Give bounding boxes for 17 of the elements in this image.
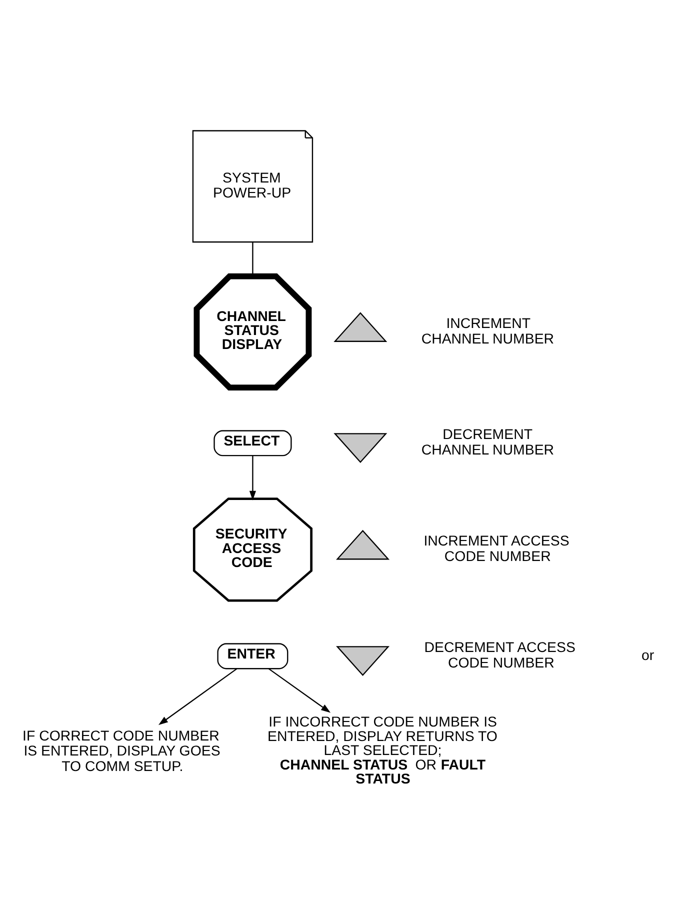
node-box: ENTER bbox=[217, 642, 288, 669]
arrow bbox=[249, 455, 256, 500]
node-label: DECREMENT ACCESS CODE NUMBER bbox=[424, 640, 576, 672]
node-triangle bbox=[334, 432, 388, 462]
node-triangle bbox=[334, 312, 388, 342]
node-triangle bbox=[336, 529, 390, 560]
node-text: IF CORRECT CODE NUMBER IS ENTERED, DISPLAY GOES TO COMM SETUP. bbox=[22, 728, 220, 775]
node-text: IF INCORRECT CODE NUMBER IS ENTERED, DISPLAY RETURNS TO LAST SELECTED; CHANNEL STATUS OR FAULT STATUS bbox=[268, 714, 498, 788]
node-label: INCREMENT CHANNEL NUMBER bbox=[421, 315, 554, 347]
node-box: SELECT bbox=[214, 430, 292, 456]
arrow bbox=[268, 668, 331, 712]
node-label: DECREMENT CHANNEL NUMBER bbox=[421, 426, 554, 458]
connector bbox=[252, 242, 254, 276]
label: or bbox=[641, 647, 654, 664]
node-triangle bbox=[336, 646, 390, 676]
node-label: INCREMENT ACCESS CODE NUMBER bbox=[424, 533, 570, 565]
arrow bbox=[158, 668, 238, 725]
